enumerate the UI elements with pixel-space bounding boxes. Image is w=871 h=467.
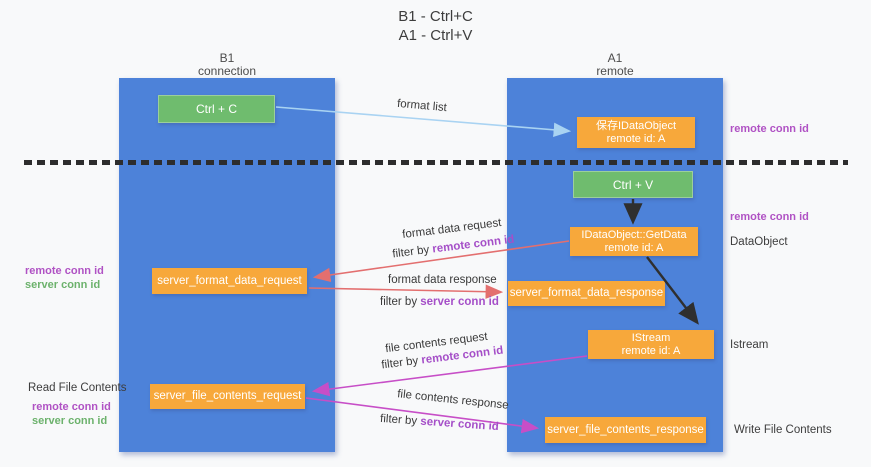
node-server-format-data-request: server_format_data_request [152,268,307,294]
arrow-format-data-response [308,284,504,299]
label-dataobject: DataObject [730,236,788,248]
node-ctrl-v-label: Ctrl + V [612,177,654,192]
node-server-format-data-response: server_format_data_response [508,281,665,306]
diagram-title: B1 - Ctrl+C A1 - Ctrl+V [0,7,871,45]
label-conn-ids-left-top: remote conn id server conn id [25,264,104,292]
lifeline-left-role: connection [197,64,257,78]
flow-label-format-list: format list [396,97,448,115]
phase-divider-dashed-line [24,160,848,165]
node-ctrl-c: Ctrl + C [158,95,275,123]
filter-by-text: filter by [380,296,421,308]
title-line-1: B1 - Ctrl+C [398,8,473,25]
lifeline-right-header: A1 remote [507,52,723,78]
server-conn-id-key: server conn id [419,415,500,434]
node-idataobject-getdata: IDataObject::GetData remote id: A [570,227,698,256]
label-write-file-contents: Write File Contents [734,424,832,436]
node-server-format-data-response-label: server_format_data_response [509,287,664,299]
lifeline-right-role: remote [596,64,634,78]
node-getdata-line2: remote id: A [604,241,664,254]
label-remote-conn-id-left-bottom: remote conn id [32,401,111,413]
flow-label-file-contents-response: file contents response [396,388,510,412]
node-server-file-contents-request: server_file_contents_request [150,384,305,409]
server-conn-id-key: server conn id [420,296,499,308]
node-server-file-contents-request-label: server_file_contents_request [153,390,302,402]
label-remote-conn-id-left-top: remote conn id [25,265,104,277]
node-save-idataobject-line1: 保存IDataObject [595,119,677,132]
lifeline-left-header: B1 connection [119,52,335,78]
node-istream-line1: IStream [631,331,671,344]
label-server-conn-id-left-top: server conn id [25,279,101,291]
label-istream: Istream [730,339,769,351]
node-ctrl-v: Ctrl + V [573,171,693,198]
filter-by-text: filter by [379,412,421,428]
label-remote-conn-id-right-top: remote conn id [730,123,809,135]
node-server-file-contents-response-label: server_file_contents_response [547,423,704,436]
title-line-2: A1 - Ctrl+V [398,27,473,44]
lifeline-left-name: B1 [219,51,235,65]
filter-by-text: filter by [391,243,434,261]
remote-conn-id-key: remote conn id [431,233,515,256]
node-server-file-contents-response: server_file_contents_response [545,417,706,443]
flow-label-format-data-response: format data response [388,274,497,286]
flow-label-file-response-filter: filter by server conn id [380,413,499,433]
node-server-format-data-request-label: server_format_data_request [157,274,302,287]
filter-by-text: filter by [380,354,423,372]
node-istream-line2: remote id: A [621,344,681,357]
label-conn-ids-left-bottom: remote conn id server conn id [32,400,111,428]
node-save-idataobject: 保存IDataObject remote id: A [577,117,695,148]
label-remote-conn-id-right-mid: remote conn id [730,211,809,223]
flow-label-format-response-filter: filter by server conn id [380,296,499,308]
node-save-idataobject-line2: remote id: A [606,132,666,145]
label-server-conn-id-left-bottom: server conn id [32,415,108,427]
node-getdata-line1: IDataObject::GetData [581,228,687,241]
node-ctrl-c-label: Ctrl + C [195,102,237,116]
node-istream: IStream remote id: A [588,330,714,359]
lifeline-right-name: A1 [607,51,623,65]
label-read-file-contents: Read File Contents [28,382,127,394]
